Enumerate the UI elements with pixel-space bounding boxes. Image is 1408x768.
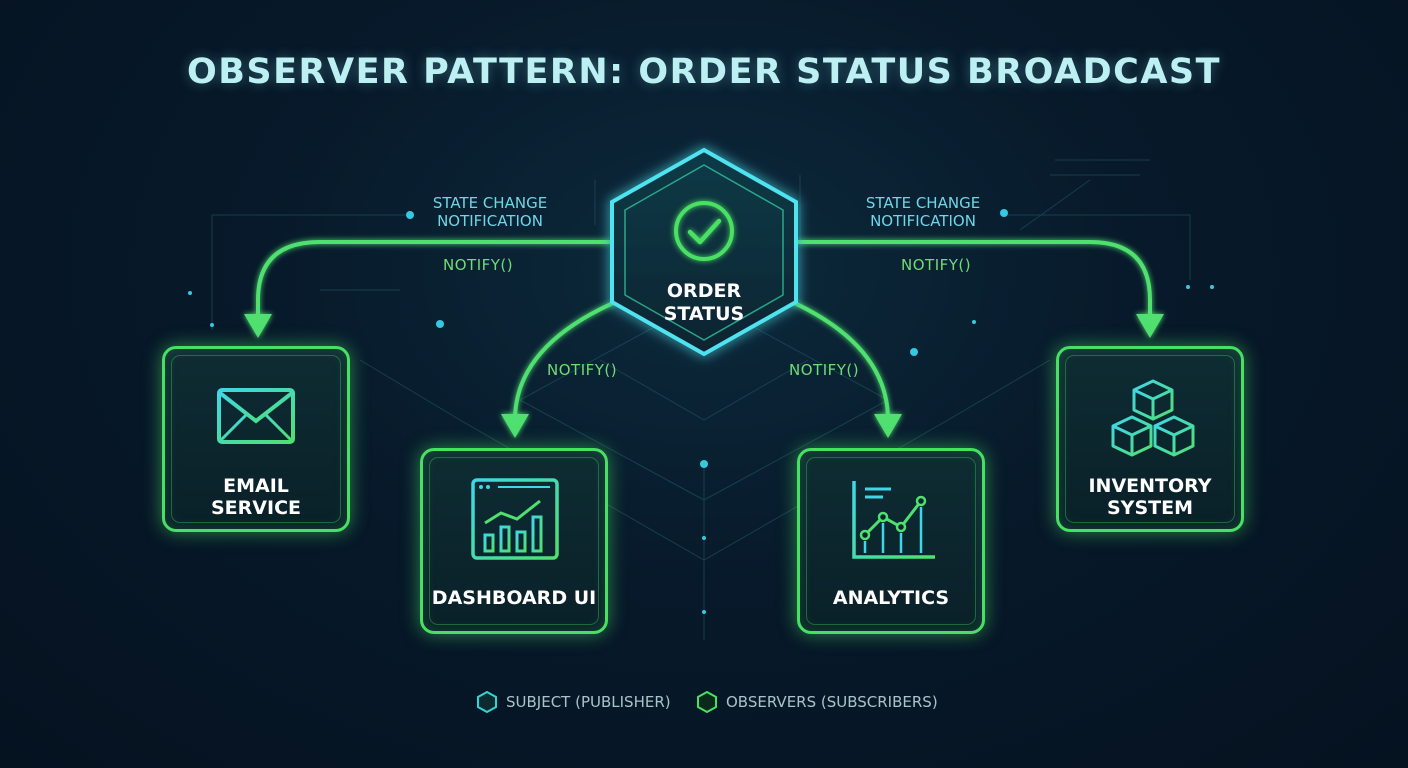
edge-to-inventory bbox=[796, 240, 1152, 318]
arrowhead-inventory bbox=[1136, 314, 1164, 338]
edge-to-dashboard bbox=[513, 298, 621, 421]
arrowhead-email bbox=[244, 314, 272, 338]
arrowhead-analytics bbox=[874, 414, 902, 438]
subject-label: ORDER STATUS bbox=[663, 280, 745, 325]
observer-analytics[interactable]: ANALYTICS bbox=[797, 448, 985, 634]
observer-label: EMAIL SERVICE bbox=[211, 475, 301, 519]
hexagon-icon bbox=[477, 690, 497, 714]
observer-inventory-system[interactable]: INVENTORY SYSTEM bbox=[1056, 346, 1244, 532]
boxes-icon bbox=[1111, 379, 1195, 457]
arrowhead-dashboard bbox=[501, 414, 529, 438]
observer-label: INVENTORY SYSTEM bbox=[1088, 475, 1212, 519]
dashboard-chart-icon bbox=[471, 478, 559, 560]
check-circle-icon bbox=[674, 201, 734, 261]
page-title: OBSERVER PATTERN: ORDER STATUS BROADCAST bbox=[187, 52, 1221, 92]
legend-item-observers: OBSERVERS (SUBSCRIBERS) bbox=[696, 690, 938, 714]
legend: SUBJECT (PUBLISHER) OBSERVERS (SUBSCRIBE… bbox=[0, 690, 1408, 714]
envelope-icon bbox=[217, 388, 295, 444]
observer-label: DASHBOARD UI bbox=[431, 587, 597, 609]
state-change-notification-right: STATE CHANGE NOTIFICATION bbox=[865, 194, 981, 230]
line-chart-icon bbox=[852, 481, 935, 559]
edge-to-analytics bbox=[787, 298, 890, 421]
legend-label: OBSERVERS (SUBSCRIBERS) bbox=[726, 693, 938, 711]
notify-label-inventory: NOTIFY() bbox=[901, 256, 972, 274]
edge-to-email bbox=[256, 240, 612, 318]
legend-item-subject: SUBJECT (PUBLISHER) bbox=[476, 690, 671, 714]
notify-label-email: NOTIFY() bbox=[443, 256, 514, 274]
observer-dashboard-ui[interactable]: DASHBOARD UI bbox=[420, 448, 608, 634]
hexagon-icon bbox=[697, 690, 717, 714]
notify-label-analytics: NOTIFY() bbox=[789, 361, 860, 379]
observer-label: ANALYTICS bbox=[832, 587, 950, 609]
state-change-notification-left: STATE CHANGE NOTIFICATION bbox=[432, 194, 548, 230]
notify-label-dashboard: NOTIFY() bbox=[547, 361, 618, 379]
legend-label: SUBJECT (PUBLISHER) bbox=[506, 693, 671, 711]
observer-email-service[interactable]: EMAIL SERVICE bbox=[162, 346, 350, 532]
